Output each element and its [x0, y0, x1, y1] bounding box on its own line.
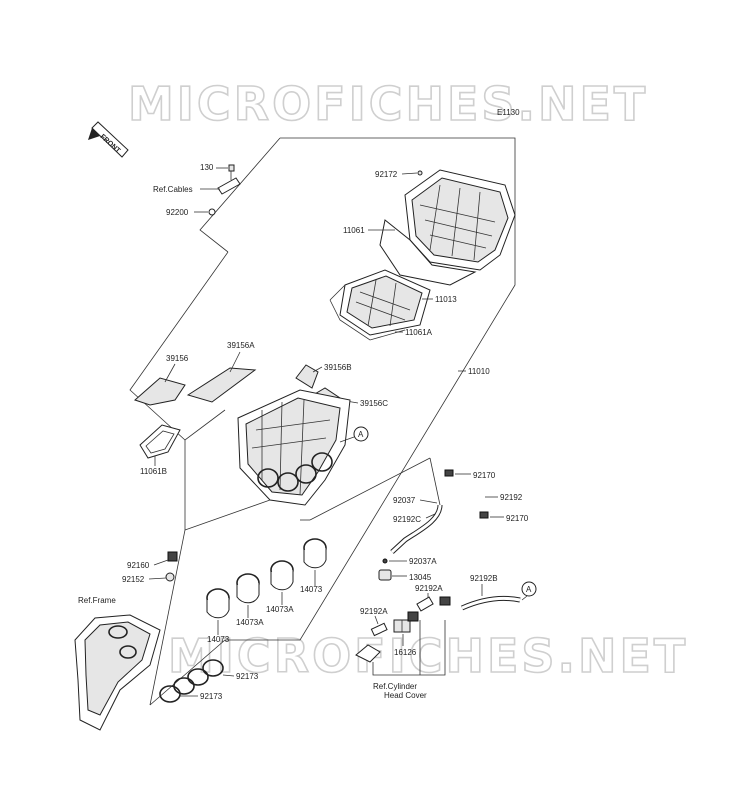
callout-a-hose: A — [521, 581, 537, 601]
label-11061B: 11061B — [140, 467, 167, 476]
label-92172: 92172 — [375, 170, 398, 179]
label-14073-left: 14073 — [207, 635, 230, 644]
reed-valve-16126 — [393, 611, 419, 633]
grommet-92160 — [167, 551, 178, 562]
label-92192B: 92192B — [470, 574, 498, 583]
air-box-upper-cover — [379, 169, 516, 286]
label-11010: 11010 — [468, 367, 490, 376]
label-13045: 13045 — [409, 573, 432, 582]
callout-a-airbox: A — [339, 426, 369, 443]
group-outline — [149, 137, 516, 706]
label-ref-cylinder-line1: Ref.Cylinder — [373, 682, 417, 691]
collar-92152 — [165, 572, 175, 582]
duct-14073A-left — [236, 573, 260, 604]
label-92192A-top: 92192A — [415, 584, 443, 593]
label-16126: 16126 — [394, 648, 417, 657]
clamp-92037A — [382, 558, 388, 564]
label-92192A-lower: 92192A — [360, 607, 388, 616]
front-arrow-icon: FRONT — [88, 121, 129, 158]
label-11061: 11061 — [343, 226, 365, 235]
air-box-lower-case — [237, 389, 351, 506]
label-ref-cables: Ref.Cables — [153, 185, 193, 194]
label-14073A-right: 14073A — [266, 605, 294, 614]
label-92160: 92160 — [127, 561, 150, 570]
label-92173-lower: 92173 — [200, 692, 223, 701]
label-130: 130 — [200, 163, 214, 172]
label-92200: 92200 — [166, 208, 189, 217]
label-39156A: 39156A — [227, 341, 255, 350]
duct-14073A-right — [270, 560, 294, 591]
hose-92192 — [447, 477, 491, 513]
clamp-92173-row — [159, 659, 224, 703]
duct-14073-left — [206, 588, 230, 619]
label-11061A: 11061A — [405, 328, 433, 337]
label-92170-top: 92170 — [473, 471, 496, 480]
air-filter-element — [339, 269, 431, 336]
clamp-92170-top — [444, 469, 454, 477]
diagram-code: E1130 — [497, 108, 520, 117]
label-39156C: 39156C — [360, 399, 388, 408]
label-92192C: 92192C — [393, 515, 421, 524]
watermark-bottom: MICROFICHES.NET — [168, 629, 688, 683]
label-39156: 39156 — [166, 354, 189, 363]
label-92173-upper: 92173 — [236, 672, 259, 681]
label-92152: 92152 — [122, 575, 145, 584]
hose-92192A-lower — [370, 622, 388, 637]
label-92037: 92037 — [393, 496, 416, 505]
frame-section — [74, 614, 161, 731]
screw-92172 — [417, 170, 423, 176]
label-ref-cylinder-line2: Head Cover — [384, 691, 427, 700]
watermark-top: MICROFICHES.NET — [128, 77, 648, 131]
clamp-92170-bottom — [479, 511, 489, 519]
label-14073-right: 14073 — [300, 585, 323, 594]
bracket-130 — [208, 164, 241, 216]
joint-piece — [439, 596, 451, 606]
label-39156B: 39156B — [324, 363, 352, 372]
pad-39156B — [295, 364, 319, 389]
svg-text:A: A — [526, 585, 532, 594]
cover-plate — [355, 644, 381, 663]
heat-shield-39156 — [134, 377, 186, 406]
label-92192: 92192 — [500, 493, 523, 502]
label-ref-frame: Ref.Frame — [78, 596, 116, 605]
label-11013: 11013 — [435, 295, 457, 304]
cap-13045 — [378, 569, 392, 581]
seal-11061B — [139, 424, 181, 459]
heat-shield-39156A — [186, 367, 257, 403]
label-14073A-left: 14073A — [236, 618, 264, 627]
label-92170-bottom: 92170 — [506, 514, 529, 523]
seal-11061A — [329, 284, 406, 341]
duct-14073-right — [303, 538, 327, 569]
label-92037A: 92037A — [409, 557, 437, 566]
hose-92192A-top — [416, 596, 434, 612]
svg-text:A: A — [358, 430, 364, 439]
